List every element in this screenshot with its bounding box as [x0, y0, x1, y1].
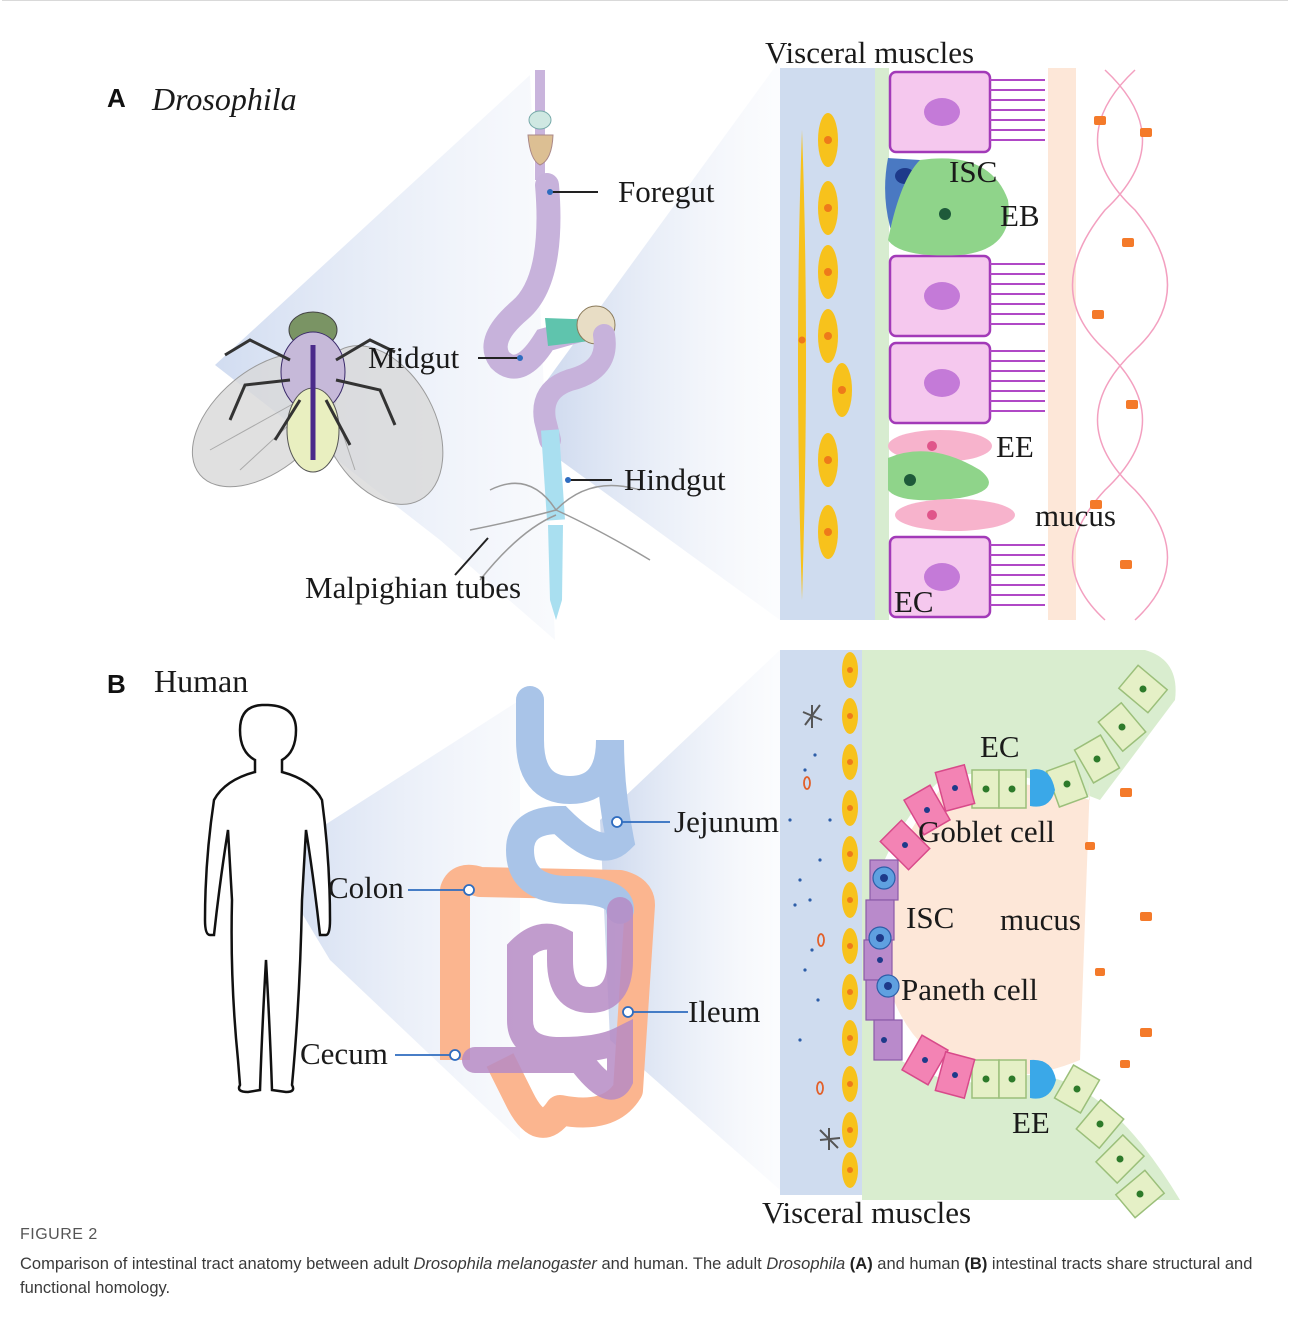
panel-a-letter: A	[107, 83, 126, 113]
caption-genus: Drosophila	[766, 1255, 845, 1273]
figure-number: FIGURE 2	[20, 1226, 1270, 1244]
panel-a-organism: Drosophila	[151, 81, 297, 117]
fly-eb-label: EB	[1000, 198, 1040, 233]
human-isc-label: ISC	[906, 900, 954, 935]
hindgut-marker	[565, 477, 571, 483]
caption-part: and human. The adult	[597, 1255, 766, 1273]
panel-b-organism: Human	[154, 663, 248, 699]
caption-text: Comparison of intestinal tract anatomy b…	[20, 1252, 1270, 1300]
jejunum-label: Jejunum	[674, 804, 779, 839]
midgut-label: Midgut	[368, 340, 460, 375]
caption-part: and human	[873, 1255, 965, 1273]
human-zoom-cone	[270, 700, 520, 1140]
fly-ec-label: EC	[894, 584, 934, 619]
colon-label: Colon	[328, 870, 404, 905]
panel-b: B Human Jejunum Colon Ileum Cecum	[107, 650, 1180, 1230]
panel-a: A Drosophila	[107, 35, 1168, 640]
cecum-label: Cecum	[300, 1036, 388, 1071]
fly-tissue-section	[780, 68, 1168, 620]
paneth-cell-label: Paneth cell	[901, 972, 1038, 1007]
midgut-marker	[517, 355, 523, 361]
human-mucus-label: mucus	[1000, 902, 1081, 937]
caption-part: Comparison of intestinal tract anatomy b…	[20, 1255, 413, 1273]
fly-mucus-label: mucus	[1035, 498, 1116, 533]
figure-caption: FIGURE 2 Comparison of intestinal tract …	[20, 1226, 1270, 1300]
caption-ref-b: (B)	[964, 1255, 987, 1273]
human-ec-label: EC	[980, 729, 1020, 764]
goblet-cell-label: Goblet cell	[918, 814, 1055, 849]
caption-species: Drosophila melanogaster	[413, 1255, 596, 1273]
fly-visceral-muscles-label: Visceral muscles	[765, 35, 974, 70]
hindgut-label: Hindgut	[624, 462, 726, 497]
foregut-label: Foregut	[618, 174, 715, 209]
human-ee-label: EE	[1012, 1105, 1050, 1140]
panel-b-letter: B	[107, 669, 126, 699]
human-visceral-muscles-label: Visceral muscles	[762, 1195, 971, 1230]
malpighian-label: Malpighian tubes	[305, 570, 521, 605]
caption-ref-a: (A)	[850, 1255, 873, 1273]
figure-illustration: A Drosophila	[0, 0, 1290, 1230]
fly-ee-label: EE	[996, 429, 1034, 464]
ileum-label: Ileum	[688, 994, 760, 1029]
foregut-marker	[547, 189, 553, 195]
fly-isc-label: ISC	[949, 154, 997, 189]
